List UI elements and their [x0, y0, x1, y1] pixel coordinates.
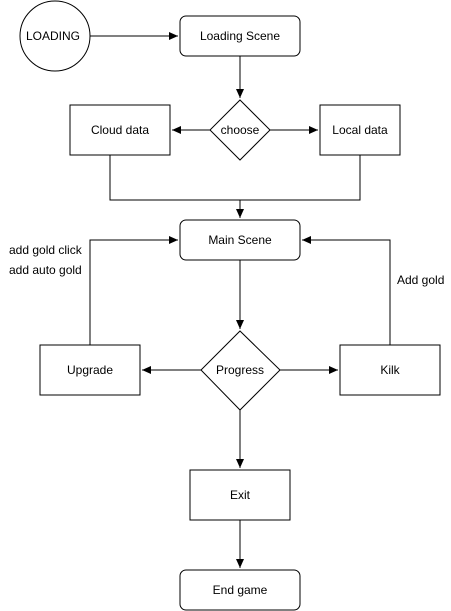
local-data-node	[319, 104, 401, 156]
choose-label: choose	[221, 123, 260, 137]
kilk-edge-label: Add gold	[397, 273, 444, 287]
local-data-label: Local data	[332, 123, 388, 137]
main-scene-node	[179, 219, 301, 261]
progress-decision-node	[200, 330, 281, 411]
edge-upgrade-to-main-scene	[89, 236, 178, 345]
kilk-label: Kilk	[380, 363, 400, 377]
exit-node	[189, 469, 291, 521]
kilk-node	[339, 344, 441, 396]
upgrade-edge-label-line1: add gold click	[9, 243, 83, 257]
loading-label: LOADING	[26, 29, 80, 43]
upgrade-edge-label-line2: add auto gold	[9, 263, 82, 277]
loading-scene-node	[179, 15, 301, 57]
main-scene-label: Main Scene	[208, 233, 272, 247]
upgrade-label: Upgrade	[67, 363, 113, 377]
choose-decision-node	[209, 99, 271, 161]
progress-label: Progress	[216, 363, 264, 377]
upgrade-node	[39, 344, 141, 396]
cloud-data-node	[69, 104, 171, 156]
cloud-data-label: Cloud data	[91, 123, 149, 137]
edge-kilk-to-main-scene	[302, 236, 391, 345]
end-game-label: End game	[213, 583, 268, 597]
loading-scene-label: Loading Scene	[200, 29, 280, 43]
loading-node	[19, 0, 91, 72]
edge-cloud-local-merge	[109, 155, 361, 201]
end-game-node	[179, 569, 301, 611]
exit-label: Exit	[230, 488, 251, 502]
